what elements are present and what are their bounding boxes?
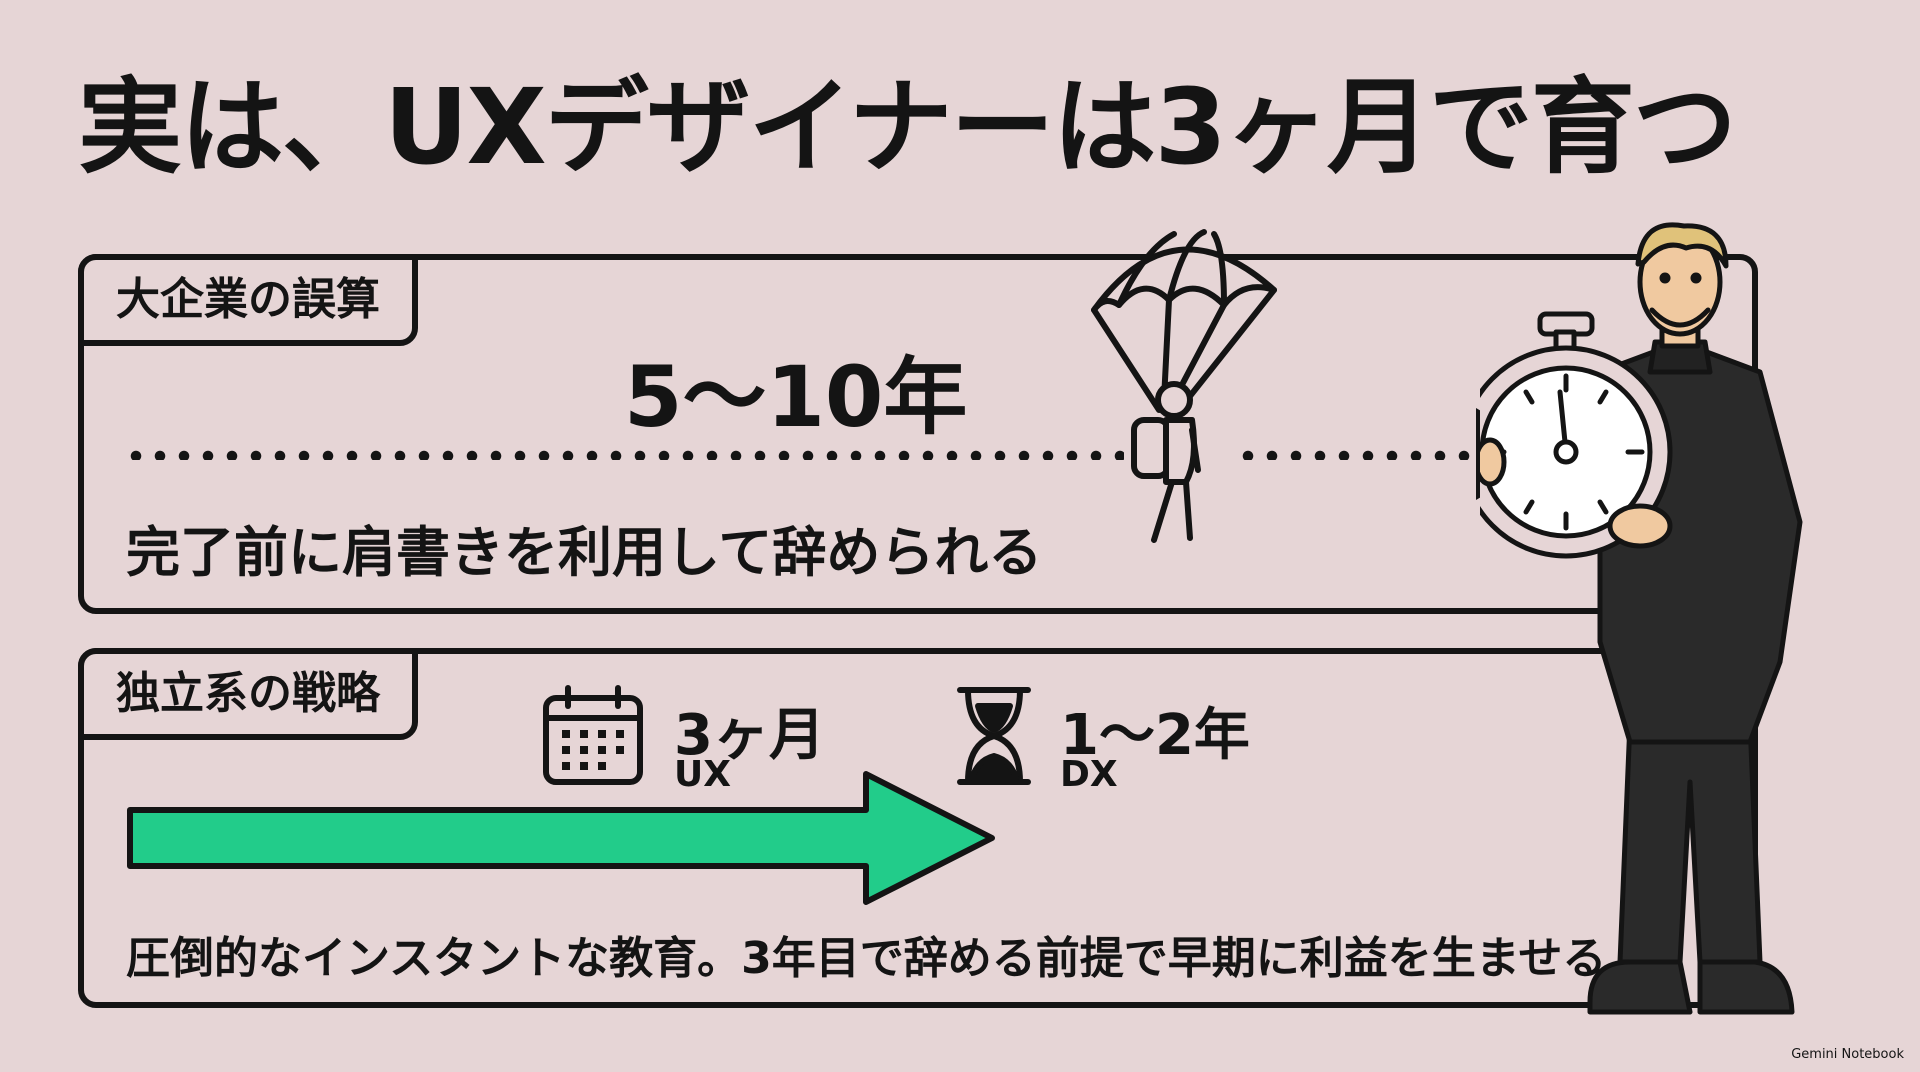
corporate-tab: 大企業の誤算	[78, 254, 418, 346]
corporate-years: 5〜10年	[624, 348, 968, 446]
independent-tab: 独立系の戦略	[78, 648, 418, 740]
man-with-stopwatch-illustration	[1480, 222, 1803, 1015]
corporate-panel: 大企業の誤算 5〜10年 完了前に肩書きを利用して辞められる	[78, 229, 1758, 614]
hourglass-icon	[957, 687, 1031, 785]
corporate-note: 完了前に肩書きを利用して辞められる	[126, 521, 1043, 584]
independent-note: 圧倒的なインスタントな教育。3年目で辞める前提で早期に利益を生ませる	[126, 933, 1607, 984]
dx-value: 1〜2年	[1060, 703, 1250, 768]
ux-value: 3ヶ月	[674, 703, 825, 768]
timeline-dots	[124, 450, 1124, 460]
progress-arrow	[127, 771, 995, 905]
independent-panel: 独立系の戦略 3ヶ月 UX 1〜2年 DX 圧倒的なインスタントな	[78, 648, 1758, 1008]
page-title: 実は、UXデザイナーは3ヶ月で育つ	[78, 66, 1737, 188]
timeline-dots-tail	[1236, 450, 1476, 460]
dx-label: DX	[1060, 754, 1118, 795]
ux-label: UX	[674, 754, 731, 795]
parachute-icon	[1091, 229, 1277, 543]
brand-watermark: Gemini Notebook	[1791, 1047, 1904, 1062]
calendar-icon	[543, 685, 643, 785]
